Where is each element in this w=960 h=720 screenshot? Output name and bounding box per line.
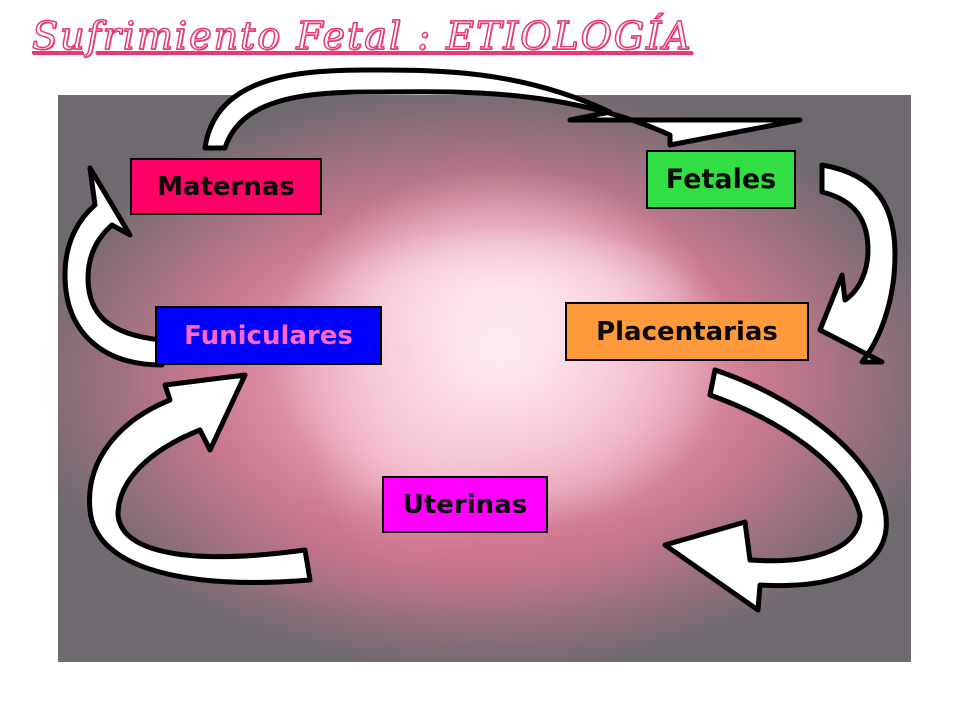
arrow-funiculares-to-maternas — [62, 165, 165, 368]
maternas-label: Maternas — [157, 171, 295, 202]
fetales-label: Fetales — [665, 164, 777, 195]
placentarias-box: Placentarias — [565, 302, 809, 361]
arrow-fetales-to-placentarias — [817, 162, 898, 365]
funiculares-label: Funiculares — [184, 320, 353, 351]
uterinas-box: Uterinas — [382, 476, 548, 533]
slide-title: Sufrimiento Fetal : ETIOLOGÍA — [31, 13, 693, 58]
arrow-maternas-to-fetales — [202, 67, 803, 151]
uterinas-label: Uterinas — [402, 489, 528, 520]
fetales-box: Fetales — [646, 150, 796, 209]
arrow-uterinas-to-funiculares — [87, 372, 313, 585]
maternas-box: Maternas — [130, 158, 322, 215]
funiculares-box: Funiculares — [155, 306, 382, 365]
arrow-placentarias-to-uterinas — [662, 367, 889, 613]
placentarias-label: Placentarias — [596, 316, 778, 347]
